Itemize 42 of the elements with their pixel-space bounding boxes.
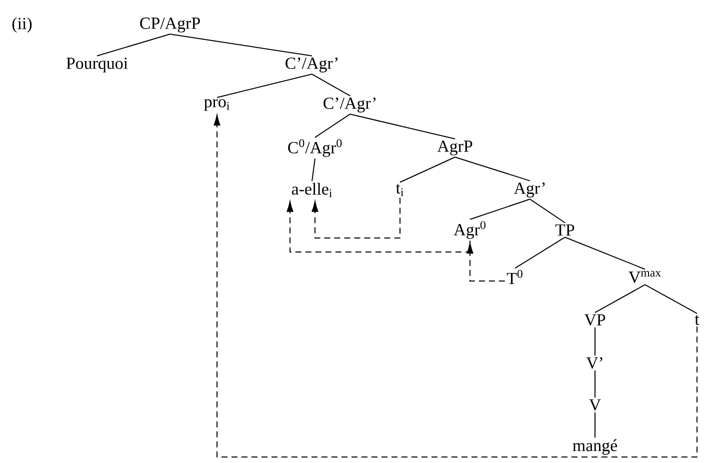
branch-line	[314, 114, 350, 138]
tree-label: CP/AgrP	[140, 18, 200, 32]
branch-line	[530, 198, 566, 224]
tree-label: C’/Agr’	[286, 58, 338, 72]
movement-arrow	[466, 242, 506, 282]
tree-label: V$^{max}$	[628, 270, 661, 284]
branch-line	[400, 156, 456, 183]
tree-label: C’/Agr’	[324, 98, 376, 112]
branch-line	[594, 326, 596, 356]
tree-label: V	[589, 399, 601, 411]
branch-line	[594, 412, 596, 438]
movement-arrow	[214, 114, 698, 458]
movement-arrow	[286, 201, 470, 252]
branch-line	[564, 236, 646, 270]
tree-label: a-elle$_{i}$	[292, 182, 332, 198]
branch-line	[514, 236, 566, 269]
branch-line	[312, 74, 350, 96]
branch-line	[96, 34, 170, 56]
movement-arrow	[312, 197, 400, 238]
tree-label: Agr$^{0}$	[454, 221, 486, 239]
tree-label: t	[694, 315, 700, 325]
tree-label: Pourquoi	[66, 58, 128, 72]
branch-line	[470, 198, 530, 220]
tree-label: T$^{0}$	[506, 270, 522, 284]
branch-line	[644, 284, 698, 314]
tree-label: TP	[555, 224, 574, 236]
tree-label: V’	[586, 357, 602, 369]
branch-line	[170, 34, 312, 56]
branch-line	[454, 156, 530, 182]
example-number: (ii)	[12, 17, 32, 33]
tree-label: VP	[584, 314, 606, 326]
branch-line	[350, 114, 456, 140]
tree-label: pro$_{i}$	[204, 99, 230, 111]
tree-label: Agr’	[514, 182, 545, 198]
branch-line	[216, 74, 312, 98]
branch-line	[312, 158, 316, 182]
tree-label: mangé	[572, 439, 617, 455]
tree-label: AgrP	[437, 140, 472, 156]
branch-line	[594, 284, 646, 314]
tree-label: C$^{0}$/Agr$^{0}$	[288, 139, 342, 157]
tree-label: t$_{i}$	[396, 184, 404, 196]
branch-line	[594, 370, 596, 398]
